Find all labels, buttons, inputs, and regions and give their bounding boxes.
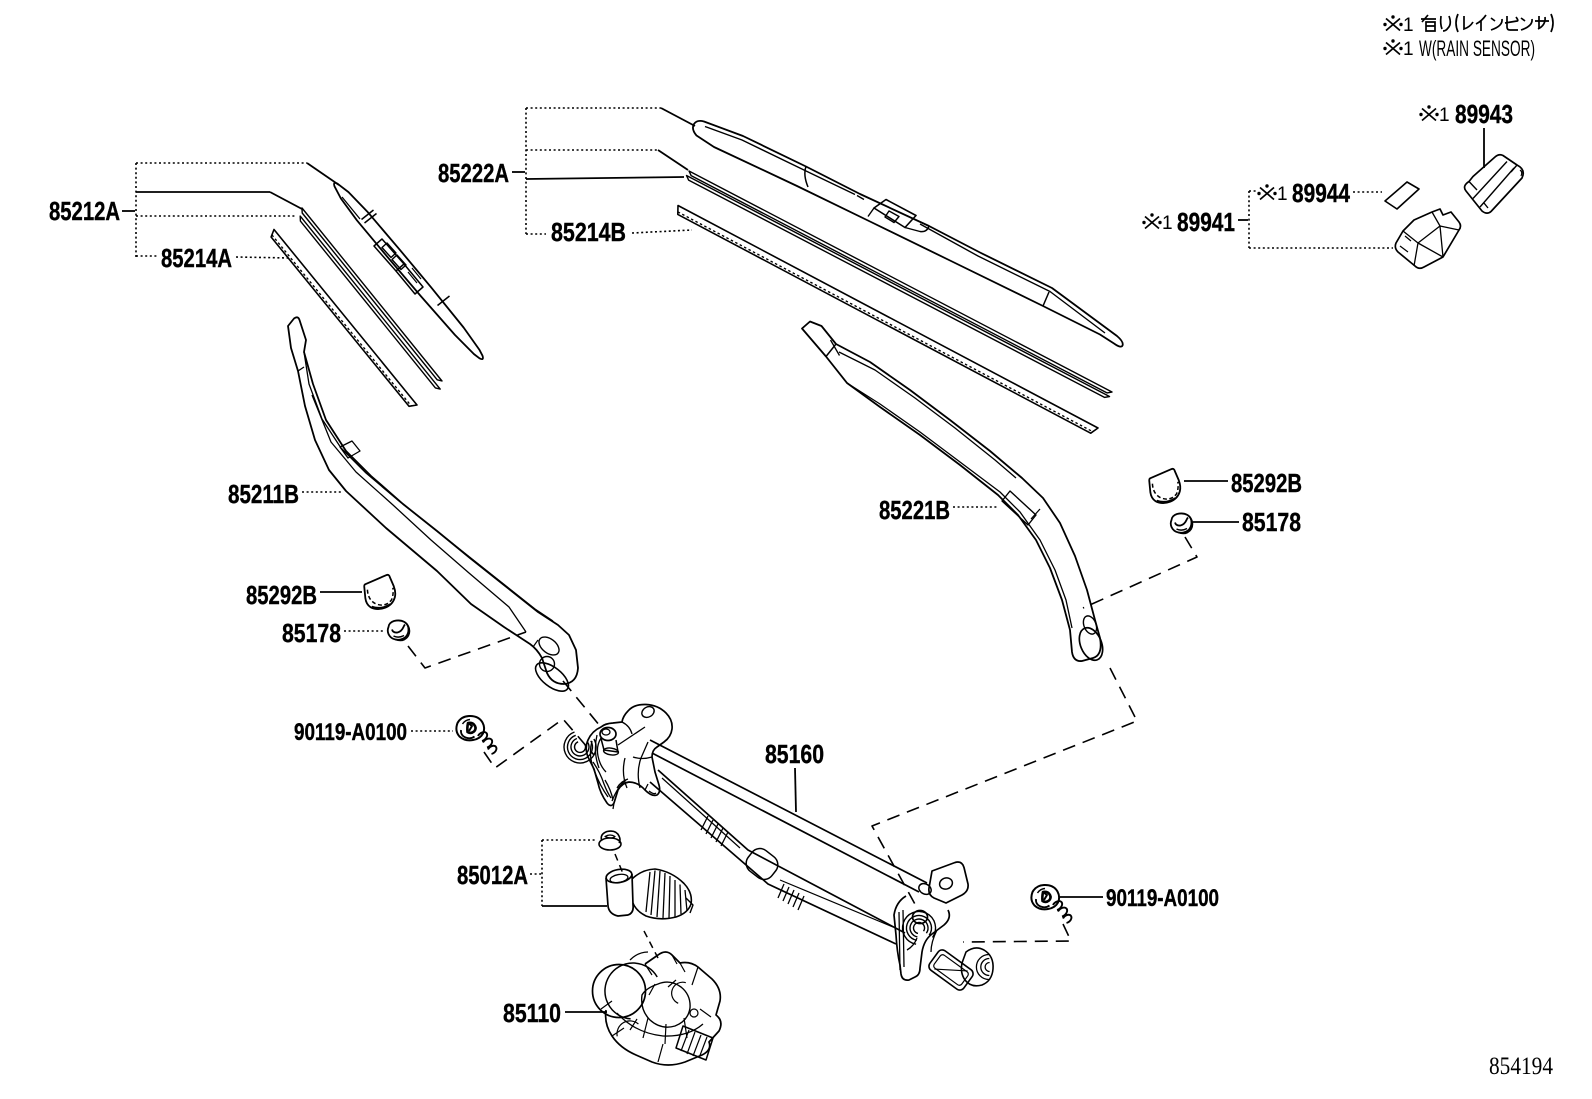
svg-text:89944: 89944 xyxy=(1292,178,1350,208)
svg-text:1: 1 xyxy=(1162,213,1173,234)
svg-text:85214B: 85214B xyxy=(551,217,626,247)
svg-text:90119-A0100: 90119-A0100 xyxy=(1106,885,1219,912)
svg-text:85221B: 85221B xyxy=(879,495,950,525)
svg-text:85110: 85110 xyxy=(503,998,561,1028)
svg-text:85292B: 85292B xyxy=(246,580,317,610)
svg-text:1: 1 xyxy=(1277,184,1288,205)
svg-text:85012A: 85012A xyxy=(457,860,528,890)
svg-text:1: 1 xyxy=(1403,15,1414,36)
svg-text:85222A: 85222A xyxy=(438,158,509,188)
svg-text:85212A: 85212A xyxy=(49,196,120,226)
svg-text:85292B: 85292B xyxy=(1231,468,1302,498)
svg-text:854194: 854194 xyxy=(1489,1053,1553,1080)
svg-text:85178: 85178 xyxy=(1242,507,1301,537)
svg-text:85214A: 85214A xyxy=(161,243,232,273)
svg-text:85178: 85178 xyxy=(282,618,341,648)
svg-text:89943: 89943 xyxy=(1455,99,1513,129)
svg-text:89941: 89941 xyxy=(1177,207,1235,237)
svg-text:1: 1 xyxy=(1403,39,1414,60)
svg-text:1: 1 xyxy=(1439,105,1450,126)
svg-text:W(RAIN SENSOR): W(RAIN SENSOR) xyxy=(1419,36,1535,61)
svg-text:90119-A0100: 90119-A0100 xyxy=(294,719,407,746)
svg-text:85160: 85160 xyxy=(765,739,824,769)
svg-text:85211B: 85211B xyxy=(228,479,299,509)
